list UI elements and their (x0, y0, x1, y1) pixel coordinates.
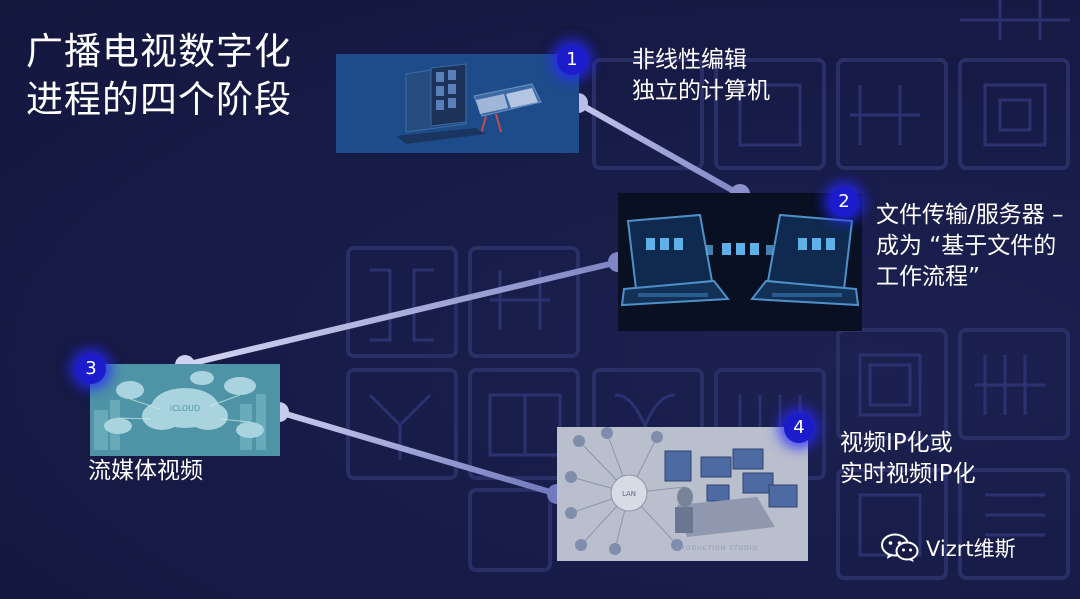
wechat-icon (881, 533, 919, 562)
stage-3-label: 流媒体视频 (88, 458, 203, 484)
stage-1-label: 非线性编辑 独立的计算机 (632, 47, 770, 104)
stage-4-badge: 4 (784, 413, 814, 443)
lan-label: LAN (622, 490, 636, 498)
connector-3-4 (276, 409, 560, 497)
slide-title: 广播电视数字化进程的四个阶段 (26, 30, 292, 121)
stage-1-image (336, 54, 579, 153)
stage-2-badge: 2 (829, 187, 859, 217)
connector-1-2 (575, 100, 742, 197)
stage-2-image (618, 193, 862, 331)
wechat-watermark: Vizrt维斯 (880, 533, 1016, 563)
watermark-text: Vizrt维斯 (926, 537, 1016, 561)
stage-3-badge: 3 (76, 354, 106, 384)
stage-4-image: LAN PRODUCTION STUD (557, 427, 808, 561)
stage-1-badge: 1 (557, 45, 587, 75)
stage-2-label: 文件传输/服务器 – 成为 “基于文件的工作流程” (876, 202, 1064, 290)
connector-2-3 (182, 259, 621, 368)
stage-3-image: iCLOUD (90, 364, 280, 456)
studio-label: PRODUCTION STUDIO (676, 545, 758, 552)
cloud-label: iCLOUD (170, 404, 200, 413)
stage-4-label: 视频IP化或 实时视频IP化 (840, 430, 976, 487)
